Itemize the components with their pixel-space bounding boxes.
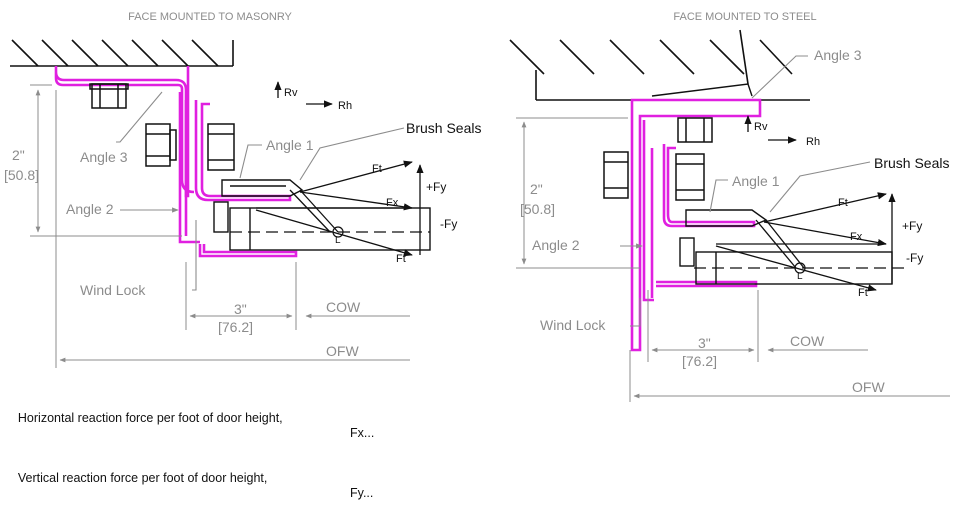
centerline-symbol xyxy=(332,226,344,238)
left-centerline-label: L xyxy=(335,235,341,246)
right-centerline-label: L xyxy=(797,271,803,282)
left-angle-2-label: Angle 2 xyxy=(66,201,114,217)
left-angle-3-label: Angle 3 xyxy=(80,149,128,165)
right-force-vectors xyxy=(694,115,908,292)
left-dim-height: 2" xyxy=(12,147,25,163)
right-leaders xyxy=(620,55,871,327)
right-dim-height-mm: [50.8] xyxy=(520,201,555,217)
right-side-bolt xyxy=(603,151,705,201)
detail-drawing: FACE MOUNTED TO MASONRY xyxy=(4,11,950,402)
brush-seal-bottom xyxy=(213,201,431,251)
left-plus-fy-label: +Fy xyxy=(426,180,446,194)
right-title: FACE MOUNTED TO STEEL xyxy=(673,11,816,23)
left-ft-bottom-label: Ft xyxy=(396,253,406,265)
right-minus-fy-label: -Fy xyxy=(906,251,923,265)
top-bolt xyxy=(89,83,129,109)
note-row: Vertical reaction force per foot of door… xyxy=(4,456,373,516)
right-fx-label: Fx xyxy=(850,231,863,243)
right-rv-label: Rv xyxy=(754,121,768,133)
angle-2 xyxy=(178,92,200,244)
right-brush-seals-label: Brush Seals xyxy=(874,155,949,171)
right-rh-label: Rh xyxy=(806,136,820,148)
right-angle-3 xyxy=(630,98,762,352)
right-centerline-symbol xyxy=(794,262,806,274)
right-plus-fy-label: +Fy xyxy=(902,219,922,233)
left-ft-top-label: Ft xyxy=(372,163,382,175)
right-cow-label: COW xyxy=(790,333,825,349)
steel-member xyxy=(509,29,810,101)
left-minus-fy-label: -Fy xyxy=(440,217,457,231)
note-row: Horizontal reaction force per foot of do… xyxy=(4,396,374,456)
dimensions xyxy=(30,84,410,368)
left-dim-width: 3" xyxy=(234,301,247,317)
note-value: Fy... xyxy=(350,486,374,500)
right-ft-bottom-label: Ft xyxy=(858,287,868,299)
force-vectors xyxy=(230,81,430,257)
masonry-wall xyxy=(10,39,234,67)
right-dimensions xyxy=(516,117,950,402)
steel-detail: FACE MOUNTED TO STEEL xyxy=(509,11,950,402)
right-dim-width: 3" xyxy=(698,335,711,351)
left-angle-1-label: Angle 1 xyxy=(266,137,314,153)
right-dim-width-mm: [76.2] xyxy=(682,353,717,369)
note-value: Fx... xyxy=(350,426,375,440)
left-ofw-label: OFW xyxy=(326,343,359,359)
note-label: Vertical reaction force per foot of door… xyxy=(17,471,268,485)
wind-lock xyxy=(198,244,298,258)
right-angle-3-label: Angle 3 xyxy=(814,47,862,63)
right-angle-2 xyxy=(642,120,654,302)
left-dim-height-mm: [50.8] xyxy=(4,167,39,183)
masonry-detail: FACE MOUNTED TO MASONRY xyxy=(4,11,481,368)
note-label: Horizontal reaction force per foot of do… xyxy=(17,411,283,425)
steel-clip xyxy=(651,83,753,97)
right-angle-1-label: Angle 1 xyxy=(732,173,780,189)
left-brush-seals-label: Brush Seals xyxy=(406,120,481,136)
side-bolt xyxy=(145,123,235,171)
right-angle-2-label: Angle 2 xyxy=(532,237,580,253)
left-dim-width-mm: [76.2] xyxy=(218,319,253,335)
right-ofw-label: OFW xyxy=(852,379,885,395)
angle-3 xyxy=(54,66,195,198)
left-cow-label: COW xyxy=(326,299,361,315)
right-top-bolt xyxy=(677,117,713,143)
left-rv-label: Rv xyxy=(284,87,298,99)
leaders xyxy=(116,91,405,291)
reaction-force-notes: Horizontal reaction force per foot of do… xyxy=(4,396,374,516)
left-fx-label: Fx xyxy=(386,197,399,209)
right-wind-lock-label: Wind Lock xyxy=(540,317,606,333)
left-rh-label: Rh xyxy=(338,100,352,112)
brush-seal-top xyxy=(221,179,304,197)
right-angle-1 xyxy=(662,144,756,228)
left-title: FACE MOUNTED TO MASONRY xyxy=(128,11,292,23)
right-ft-top-label: Ft xyxy=(838,197,848,209)
right-dim-height: 2" xyxy=(530,181,543,197)
left-wind-lock-label: Wind Lock xyxy=(80,282,146,298)
